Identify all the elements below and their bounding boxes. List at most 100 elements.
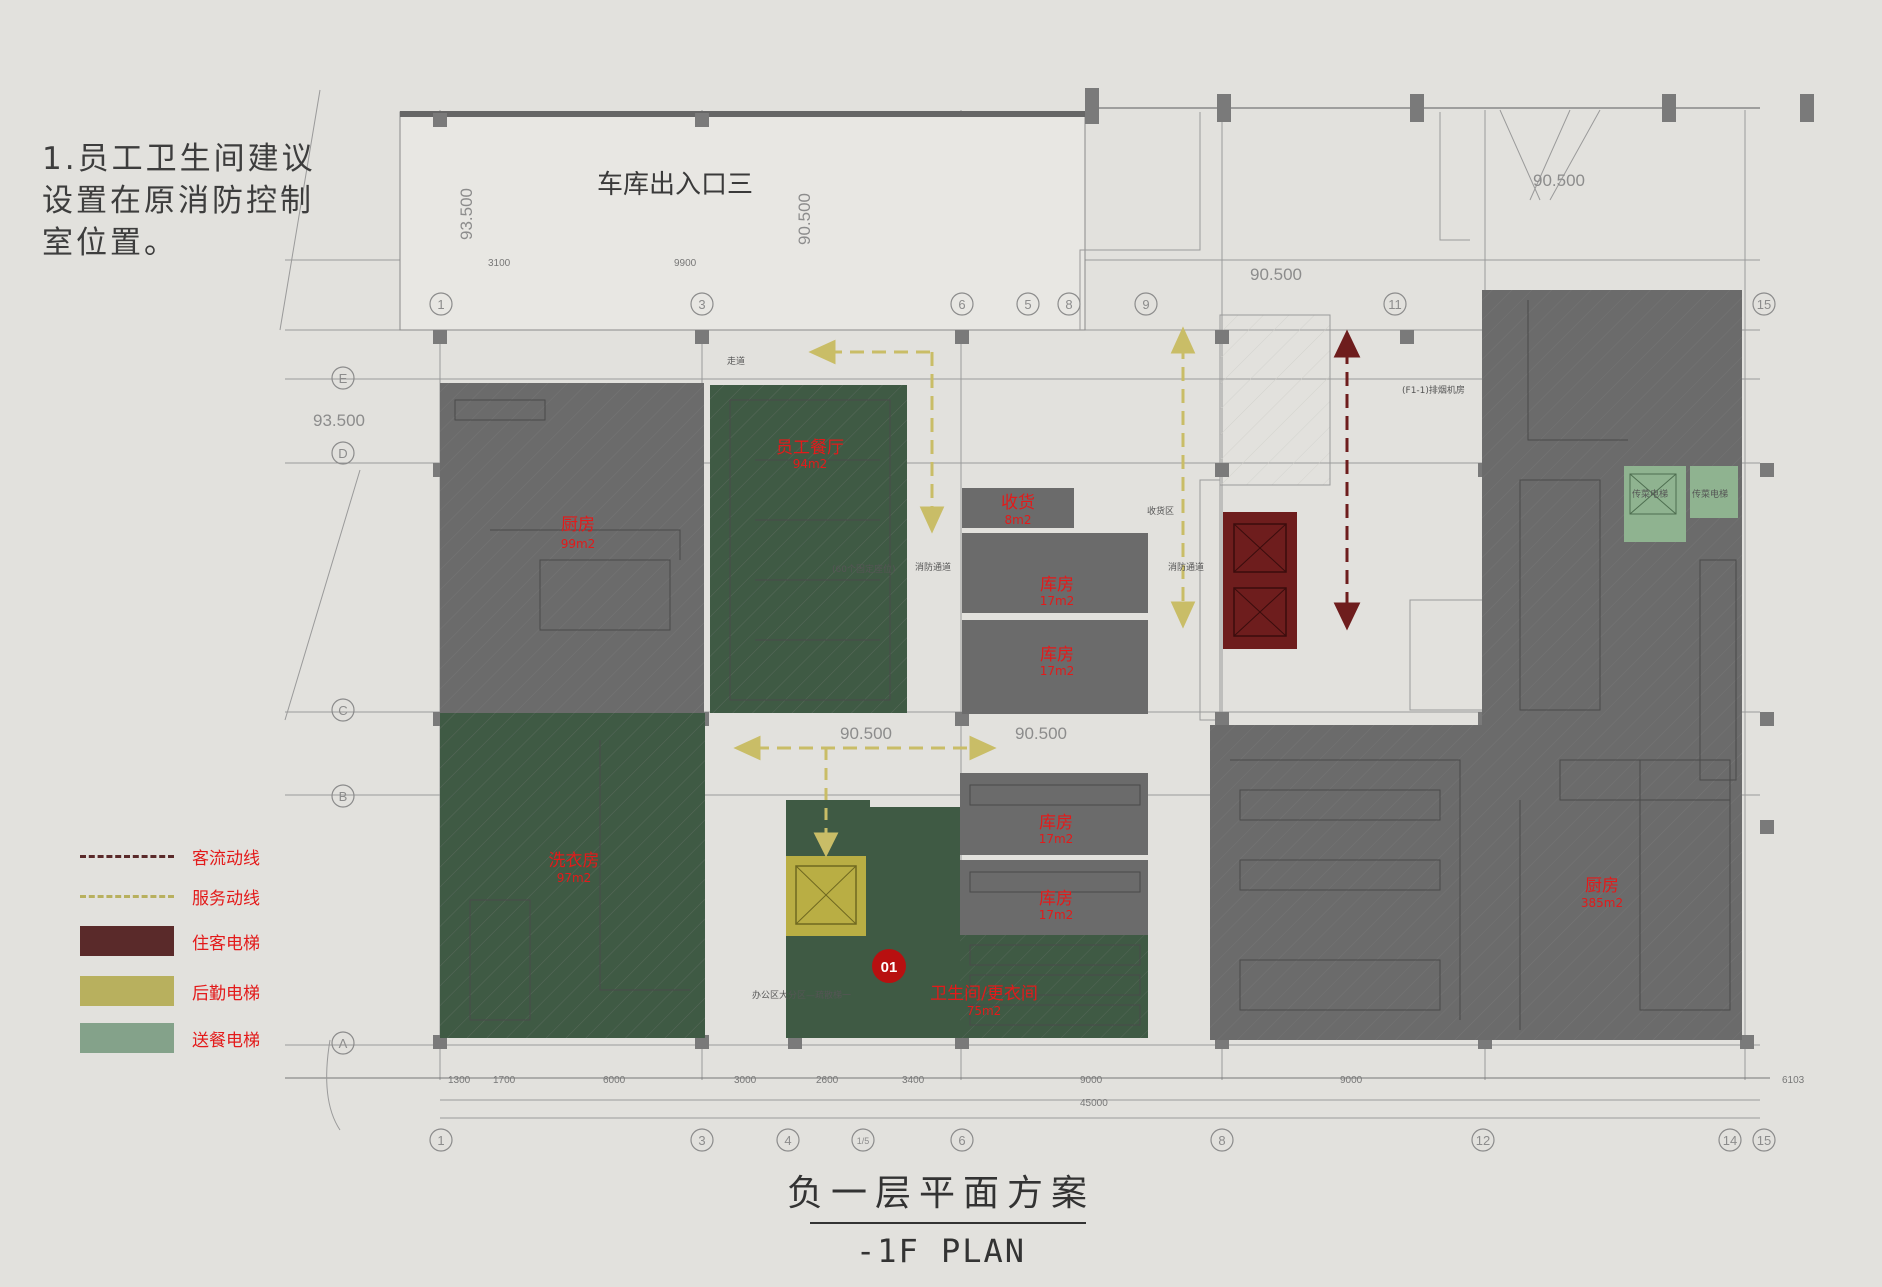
legend-label: 服务动线	[192, 888, 260, 909]
legend-label: 后勤电梯	[192, 983, 260, 1004]
guest-flow-line	[1333, 329, 1361, 631]
dim-top-2: 9900	[674, 258, 697, 269]
axis-top-bubbles: 1 3 6 5 8 9 11 15	[429, 292, 1776, 316]
dumbwaiter-swatch	[80, 1023, 174, 1053]
axis-bottom-6: 6	[958, 1133, 965, 1148]
axis-left-d: D	[338, 446, 347, 461]
store-3-zone	[960, 773, 1148, 855]
axis-left-a: A	[339, 1036, 348, 1051]
axis-top-1: 1	[437, 297, 444, 312]
legend: 客流动线 服务动线 住客电梯 后勤电梯 送餐电梯	[80, 836, 340, 1060]
room-area-store-1: 17m2	[1040, 594, 1075, 608]
elevation-d: 90.500	[1250, 265, 1302, 284]
axis-top-5: 5	[1024, 297, 1031, 312]
axis-top-3: 3	[698, 297, 705, 312]
plan-title-en: -1F PLAN	[855, 1232, 1027, 1270]
dim-bottom-5: 2600	[816, 1075, 839, 1086]
legend-item-service-flow: 服务动线	[80, 876, 340, 916]
exhaust-room-label: (F1-1)排烟机房	[1402, 384, 1465, 396]
note-line-2: 设置在原消防控制	[42, 183, 314, 219]
axis-bottom-15: 15	[1757, 1133, 1771, 1148]
room-name-kitchen-right: 厨房	[1585, 876, 1619, 896]
dim-bottom-6: 3400	[902, 1075, 925, 1086]
office-label: 办公区大分区—疏散梯一	[752, 989, 851, 1001]
room-area-store-3: 17m2	[1039, 832, 1074, 846]
axis-bottom-bubbles: 1 3 4 1/5 6 8 12 14 15	[429, 1128, 1776, 1152]
marker-badge	[872, 949, 906, 983]
legend-item-guest-elevator: 住客电梯	[80, 916, 340, 966]
room-area-receiving: 8m2	[1005, 513, 1032, 527]
plan-title-cn: 负一层平面方案	[786, 1173, 1095, 1214]
axis-top-8: 8	[1065, 297, 1072, 312]
fire-passage-label-2: 消防通道	[1168, 561, 1204, 573]
legend-label: 送餐电梯	[192, 1030, 260, 1051]
dim-bottom-4: 3000	[734, 1075, 757, 1086]
dim-bottom-8: 9000	[1340, 1075, 1363, 1086]
dumbwaiter-2-label: 传菜电梯	[1692, 488, 1728, 500]
dumbwaiter-1-label: 传菜电梯	[1632, 488, 1668, 500]
room-name-store-1: 库房	[1040, 575, 1074, 595]
room-labels: 厨房 99m2 员工餐厅 94m2 收货 8m2 库房 17m2 库房 17m2…	[549, 438, 1624, 1018]
axis-bottom-14: 14	[1723, 1133, 1737, 1148]
legend-item-dumbwaiter: 送餐电梯	[80, 1016, 340, 1060]
axis-left-bubbles: E D C B A	[331, 366, 355, 1055]
garage-label: 车库出入口三	[597, 170, 753, 200]
room-name-receiving: 收货	[1001, 493, 1035, 513]
elevation-e: 93.500	[313, 411, 365, 430]
dim-bottom-2: 1700	[493, 1075, 516, 1086]
axis-bottom-4: 4	[784, 1133, 791, 1148]
room-area-kitchen-right: 385m2	[1581, 896, 1623, 910]
room-area-restroom: 75m2	[967, 1004, 1002, 1018]
axis-bottom-12: 12	[1476, 1133, 1490, 1148]
title-underline	[810, 1222, 1086, 1224]
note-line-1: 1.员工卫生间建议	[42, 141, 316, 177]
elevation-g: 90.500	[1015, 724, 1067, 743]
axis-top-11: 11	[1388, 297, 1402, 312]
room-area-kitchen-left: 99m2	[561, 537, 596, 551]
dim-bottom-7: 9000	[1080, 1075, 1103, 1086]
elevation-c: 90.500	[1533, 171, 1585, 190]
service-flow-line-sample	[80, 894, 174, 898]
design-note: 1.员工卫生间建议 设置在原消防控制 室位置。	[42, 138, 342, 264]
axis-top-15: 15	[1757, 297, 1771, 312]
legend-label: 客流动线	[192, 848, 260, 869]
note-line-3: 室位置。	[42, 225, 178, 261]
store-4-zone	[960, 860, 1148, 944]
dim-top-1: 3100	[488, 258, 511, 269]
axis-bottom-3: 3	[698, 1133, 705, 1148]
room-name-staff-dining: 员工餐厅	[776, 438, 844, 458]
room-name-restroom: 卫生间/更衣间	[930, 984, 1038, 1004]
room-name-store-2: 库房	[1040, 645, 1074, 665]
axis-bottom-8: 8	[1218, 1133, 1225, 1148]
bottom-dimensions: 1300 1700 6000 3000 2600 3400 9000 9000 …	[448, 1075, 1805, 1109]
receiving-area-label: 收货区	[1147, 505, 1174, 517]
fire-passage-label-1: 消防通道	[915, 561, 951, 573]
axis-top-6: 6	[958, 297, 965, 312]
room-area-staff-dining: 94m2	[793, 457, 828, 471]
room-name-laundry: 洗衣房	[549, 851, 600, 871]
corridor-label: 走道	[727, 355, 745, 367]
axis-left-e: E	[339, 371, 348, 386]
room-area-laundry: 97m2	[557, 871, 592, 885]
seats-label: (60个固定座位)	[832, 563, 895, 575]
receiving-zone	[962, 488, 1074, 528]
legend-label: 住客电梯	[192, 933, 260, 954]
dim-bottom-9: 6103	[1782, 1075, 1805, 1086]
store-1-zone	[962, 533, 1148, 613]
guest-flow-line-sample	[80, 854, 174, 858]
structural-columns	[433, 88, 1814, 1049]
legend-item-guest-flow: 客流动线	[80, 836, 340, 876]
room-name-store-3: 库房	[1039, 813, 1073, 833]
room-name-store-4: 库房	[1039, 889, 1073, 909]
axis-left-c: C	[338, 703, 347, 718]
elevation-a: 93.500	[457, 188, 476, 240]
elevation-b: 90.500	[795, 193, 814, 245]
marker-label: 01	[881, 959, 898, 976]
room-name-kitchen-left: 厨房	[561, 515, 595, 535]
guest-elevator	[1223, 512, 1297, 649]
room-area-store-4: 17m2	[1039, 908, 1074, 922]
guest-elevator-swatch	[80, 926, 174, 956]
dim-total: 45000	[1080, 1098, 1108, 1109]
dim-bottom-1: 1300	[448, 1075, 471, 1086]
